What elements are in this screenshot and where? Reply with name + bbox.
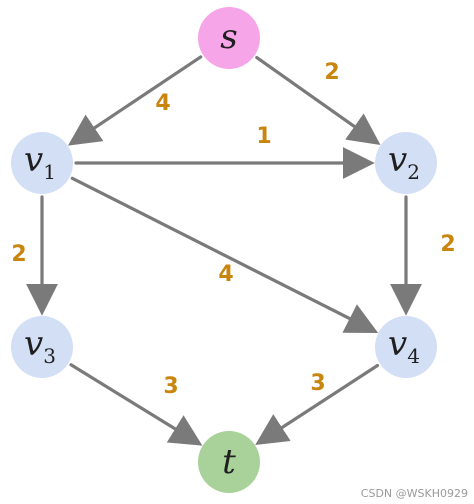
- weight-v1-v2: 1: [256, 124, 271, 149]
- node-s-circle: [198, 7, 260, 69]
- weight-v3-t: 3: [163, 374, 178, 399]
- edge-v4-t: [255, 363, 380, 446]
- node-v4-circle: [375, 316, 437, 378]
- node-v3-main: v: [24, 324, 43, 364]
- node-v3-circle: [11, 316, 73, 378]
- node-v3: v3: [11, 316, 73, 378]
- watermark-text: CSDN @WSKH0929: [360, 487, 468, 500]
- edge-s-v2: [255, 55, 381, 145]
- node-v1: v1: [11, 132, 73, 194]
- weight-v4-t: 3: [310, 371, 325, 396]
- edge-s-v1: [67, 55, 203, 146]
- node-v2-sub: 2: [407, 160, 420, 184]
- node-v2-label: v2: [388, 140, 420, 184]
- node-s-label: s: [220, 17, 237, 57]
- node-v1-circle: [11, 132, 73, 194]
- edge-v1-v4: [70, 176, 379, 333]
- node-v1-label: v1: [24, 140, 56, 184]
- weight-s-v2: 2: [324, 60, 339, 85]
- weight-v2-v4: 2: [440, 232, 455, 257]
- node-v4-sub: 4: [407, 344, 420, 368]
- weight-v1-v3: 2: [11, 242, 26, 267]
- node-v2: v2: [375, 132, 437, 194]
- weight-v1-v4: 4: [218, 262, 233, 287]
- node-v3-sub: 3: [43, 344, 56, 368]
- node-s: s: [198, 7, 260, 69]
- node-v4-main: v: [388, 324, 407, 364]
- node-t: t: [198, 431, 260, 493]
- edge-v3-t: [69, 363, 203, 446]
- node-v4: v4: [375, 316, 437, 378]
- node-v1-sub: 1: [43, 160, 56, 184]
- node-v2-circle: [375, 132, 437, 194]
- node-v4-label: v4: [388, 324, 420, 368]
- node-v1-main: v: [24, 140, 43, 180]
- node-v2-main: v: [388, 140, 407, 180]
- node-v3-label: v3: [24, 324, 56, 368]
- node-t-circle: [198, 431, 260, 493]
- weight-s-v1: 4: [155, 91, 170, 116]
- node-t-label: t: [222, 442, 236, 482]
